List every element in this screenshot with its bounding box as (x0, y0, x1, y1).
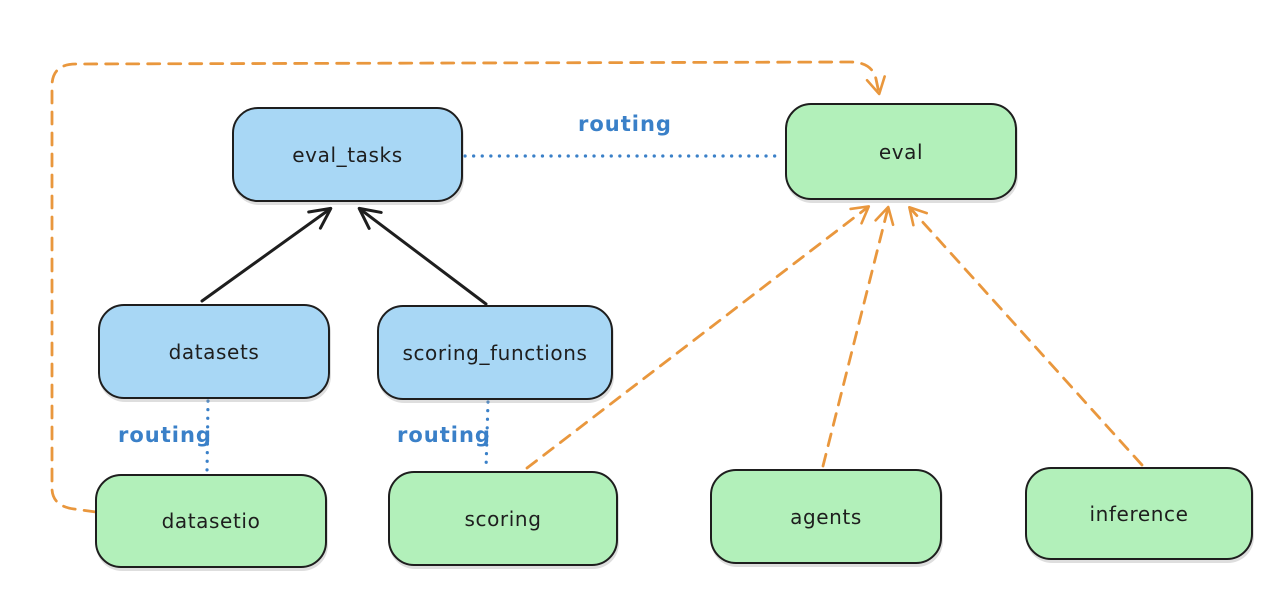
node-label: datasetio (161, 509, 261, 533)
node-eval: eval (785, 103, 1017, 200)
node-scoring-functions: scoring_functions (377, 305, 613, 400)
node-label: eval_tasks (292, 142, 403, 167)
edge-datasets-to-eval-tasks (200, 206, 333, 303)
routing-label-datasets-datasetio: routing (118, 423, 212, 447)
edge-scoring-functions-to-eval-tasks (357, 206, 488, 306)
node-label: datasets (168, 339, 260, 364)
node-label: inference (1089, 501, 1189, 526)
edge-agents-to-eval (821, 205, 895, 468)
node-eval-tasks: eval_tasks (232, 107, 463, 202)
node-label: scoring_functions (402, 340, 588, 365)
node-label: scoring (464, 506, 542, 531)
edge-datasets-to-datasetio-routing (205, 399, 210, 474)
node-label: agents (790, 504, 862, 529)
node-inference: inference (1025, 467, 1253, 560)
edge-datasetio-to-eval (50, 60, 886, 514)
node-agents: agents (710, 469, 942, 564)
routing-label-eval-tasks-eval: routing (578, 112, 672, 136)
node-scoring: scoring (388, 471, 618, 566)
edge-scoring-to-eval (525, 205, 871, 470)
edge-inference-to-eval (908, 205, 1144, 467)
routing-label-scoring-functions-scoring: routing (397, 423, 491, 447)
node-datasets: datasets (98, 304, 330, 399)
node-label: eval (878, 139, 924, 164)
edge-scoring-functions-to-scoring-routing (484, 400, 490, 471)
node-datasetio: datasetio (95, 474, 327, 568)
